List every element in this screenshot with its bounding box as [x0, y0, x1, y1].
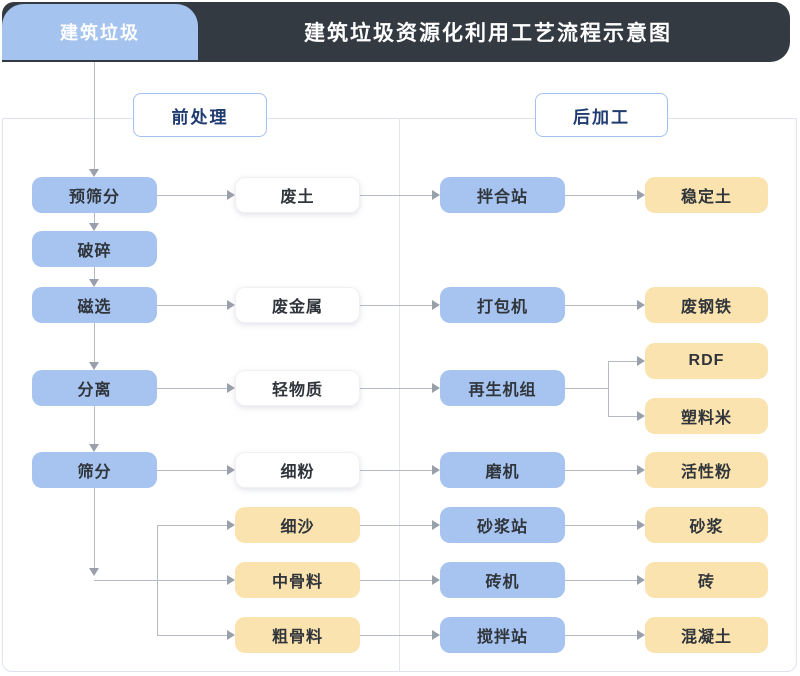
arrowhead-icon	[637, 300, 645, 310]
flow-node-dabaoji: 打包机	[440, 287, 565, 323]
edge-line	[94, 267, 95, 279]
arrowhead-icon	[227, 300, 235, 310]
arrowhead-icon	[432, 383, 440, 393]
page-title: 建筑垃圾资源化利用工艺流程示意图	[304, 22, 672, 45]
arrowhead-icon	[637, 630, 645, 640]
arrowhead-icon	[432, 465, 440, 475]
section-header-postprocessing: 后加工	[535, 93, 668, 137]
section-header-pretreatment: 前处理	[133, 93, 267, 137]
flow-node-feijinshu: 废金属	[235, 287, 360, 323]
flow-node-cugu: 粗骨料	[235, 617, 360, 653]
flow-node-banhezhan: 拌合站	[440, 177, 565, 213]
arrowhead-icon	[432, 575, 440, 585]
flow-node-posui: 破碎	[32, 231, 157, 267]
edge-line	[608, 361, 637, 362]
edge-line	[565, 525, 637, 526]
flow-node-feitu: 废土	[235, 177, 360, 213]
flow-node-zhuanji: 砖机	[440, 562, 565, 598]
arrowhead-icon	[89, 279, 99, 287]
arrowhead-icon	[227, 465, 235, 475]
flow-node-zhuan: 砖	[645, 562, 768, 598]
flow-node-fenli: 分离	[32, 370, 157, 406]
source-tab-construction-waste: 建筑垃圾	[2, 4, 198, 60]
edge-line	[608, 416, 637, 417]
flow-node-cixuan: 磁选	[32, 287, 157, 323]
edge-line	[360, 470, 432, 471]
edge-line	[565, 580, 637, 581]
edge-line	[157, 388, 227, 389]
flow-node-xisha: 细沙	[235, 507, 360, 543]
flow-node-suliaomi: 塑料米	[645, 398, 768, 434]
flow-node-yushaifen: 预筛分	[32, 177, 157, 213]
flow-node-rdf: RDF	[645, 343, 768, 379]
edge-line	[94, 213, 95, 223]
edge-line	[157, 470, 227, 471]
edge-line	[157, 635, 227, 636]
arrowhead-icon	[227, 383, 235, 393]
arrowhead-icon	[637, 356, 645, 366]
arrowhead-icon	[89, 568, 99, 576]
flow-node-huoxingfen: 活性粉	[645, 452, 768, 488]
edge-line	[565, 635, 637, 636]
arrowhead-icon	[432, 190, 440, 200]
arrowhead-icon	[637, 520, 645, 530]
flow-node-moji: 磨机	[440, 452, 565, 488]
flow-node-jiaobanzhan: 搅拌站	[440, 617, 565, 653]
edge-line	[565, 305, 637, 306]
flow-node-shajiangzhan: 砂浆站	[440, 507, 565, 543]
edge-line	[360, 305, 432, 306]
flow-node-wendingtu: 稳定土	[645, 177, 768, 213]
flow-node-zhonggu: 中骨料	[235, 562, 360, 598]
flow-node-hunningtu: 混凝土	[645, 617, 768, 653]
arrowhead-icon	[89, 223, 99, 231]
edge-line	[157, 195, 227, 196]
arrowhead-icon	[637, 575, 645, 585]
edge-line	[157, 525, 158, 635]
edge-line	[360, 635, 432, 636]
flow-node-shajiang: 砂浆	[645, 507, 768, 543]
edge-line	[94, 62, 95, 169]
arrowhead-icon	[637, 190, 645, 200]
arrowhead-icon	[89, 362, 99, 370]
edge-line	[608, 361, 609, 416]
edge-line	[94, 580, 227, 581]
edge-line	[157, 525, 227, 526]
edge-line	[360, 580, 432, 581]
arrowhead-icon	[89, 169, 99, 177]
arrowhead-icon	[637, 465, 645, 475]
arrowhead-icon	[227, 190, 235, 200]
flow-node-feigangtie: 废钢铁	[645, 287, 768, 323]
flow-node-zaishengji: 再生机组	[440, 370, 565, 406]
edge-line	[94, 323, 95, 362]
edge-line	[565, 195, 637, 196]
edge-line	[360, 195, 432, 196]
arrowhead-icon	[227, 520, 235, 530]
edge-line	[157, 305, 227, 306]
arrowhead-icon	[89, 444, 99, 452]
edge-line	[94, 488, 95, 568]
flow-node-xifen: 细粉	[235, 452, 360, 488]
edge-line	[565, 470, 637, 471]
arrowhead-icon	[432, 520, 440, 530]
arrowhead-icon	[432, 630, 440, 640]
edge-line	[360, 388, 432, 389]
arrowhead-icon	[432, 300, 440, 310]
flow-node-shaifen: 筛分	[32, 452, 157, 488]
edge-line	[565, 388, 608, 389]
edge-line	[94, 406, 95, 444]
section-divider-line	[399, 118, 400, 672]
arrowhead-icon	[227, 630, 235, 640]
arrowhead-icon	[637, 411, 645, 421]
arrowhead-icon	[227, 575, 235, 585]
flow-node-qingwuzhi: 轻物质	[235, 370, 360, 406]
edge-line	[360, 525, 432, 526]
